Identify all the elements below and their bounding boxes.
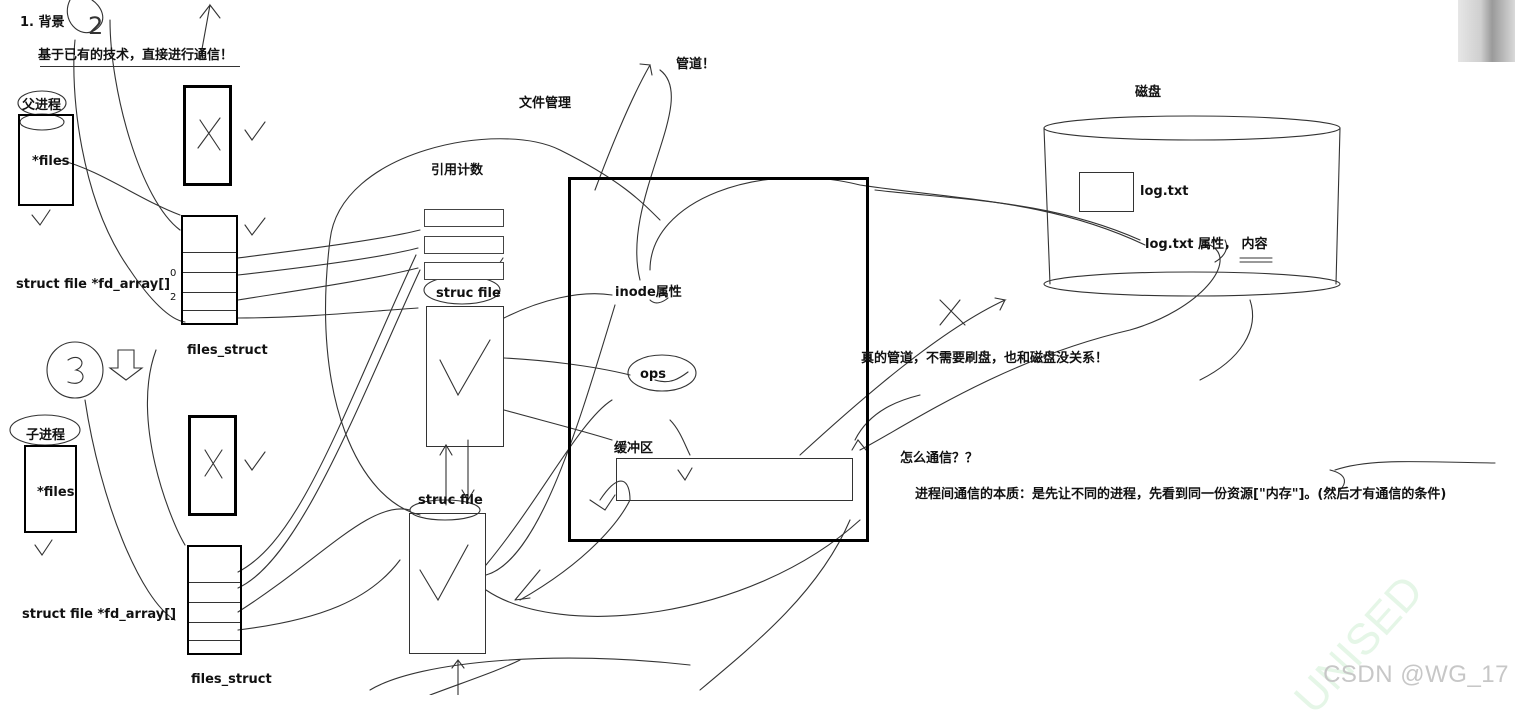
subtitle: 基于已有的技术，直接进行通信！ (38, 48, 234, 63)
inode-container (568, 177, 869, 542)
refcount-label: 引用计数 (431, 163, 484, 178)
real-pipe-note: 真的管道，不需要刷盘，也和磁盘没关系！ (861, 351, 1109, 366)
csdn-watermark: CSDN @WG_17 (1323, 661, 1509, 688)
subtitle-underline (40, 66, 240, 67)
buffer-label: 缓冲区 (614, 441, 654, 456)
ops-label: ops (640, 367, 666, 382)
refcount-slot (424, 209, 504, 227)
child-files-struct-label: files_struct (191, 672, 272, 687)
disk-file-box (1079, 172, 1134, 212)
parent-fd-array-label: struct file *fd_array[] (16, 277, 171, 292)
how-communicate: 怎么通信？？ (900, 451, 979, 466)
parent-process-box (18, 114, 74, 206)
slot-mark-2: 2 (170, 292, 177, 303)
child-mystery-box (188, 415, 237, 516)
parent-process-label: 父进程 (22, 98, 62, 113)
struct-file-bottom-box (409, 513, 486, 654)
struct-file-top-label: struc file (436, 286, 501, 301)
disk-label: 磁盘 (1135, 85, 1162, 100)
child-fd-array (187, 545, 242, 655)
child-fd-array-label: struct file *fd_array[] (22, 607, 177, 622)
pipe-label: 管道！ (676, 57, 716, 72)
parent-fd-array (181, 215, 238, 325)
disk-file-name: log.txt (1140, 184, 1189, 199)
parent-files-struct-label: files_struct (187, 343, 268, 358)
child-process-box (24, 445, 77, 533)
section-title: 1. 背景 (20, 15, 65, 30)
refcount-slot (424, 262, 504, 280)
file-management-label: 文件管理 (519, 96, 572, 111)
buffer-box (616, 458, 853, 501)
refcount-slot (424, 236, 504, 254)
slot-mark-0: 0 (170, 268, 177, 279)
parent-files-pointer: *files (32, 154, 70, 169)
parent-mystery-box (183, 85, 232, 186)
inode-label: inode属性 (615, 285, 682, 300)
ipc-essence-note: 进程间通信的本质：是先让不同的进程，先看到同一份资源["内存"]。(然后才有通信… (915, 487, 1447, 502)
child-files-pointer: *files (37, 485, 75, 500)
annotation-number-2: 2 (88, 12, 104, 40)
corner-photo (1458, 0, 1515, 62)
struct-file-top-box (426, 306, 504, 447)
struct-file-bottom-label: struc file (418, 493, 483, 508)
child-process-label: 子进程 (26, 428, 66, 443)
disk-attr-content: log.txt 属性， 内容 (1145, 237, 1268, 252)
